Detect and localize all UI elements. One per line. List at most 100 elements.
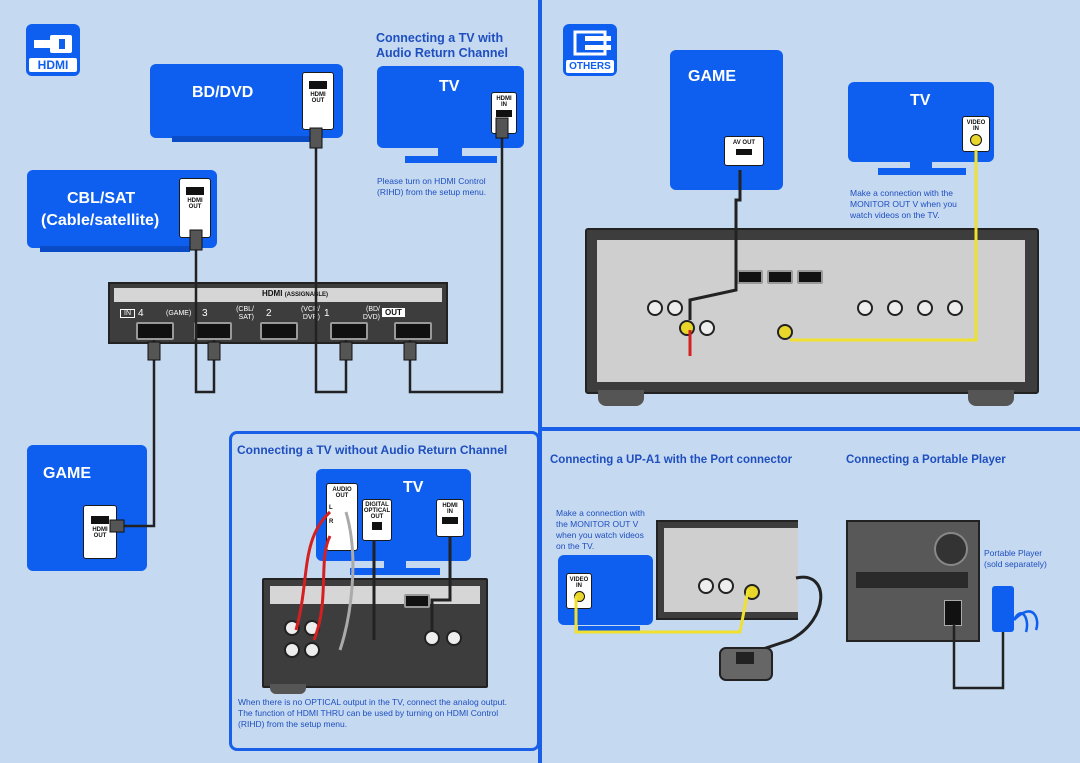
port-label: R <box>329 519 334 525</box>
port-label: OUT <box>335 493 349 499</box>
up-a1-heading: Connecting a UP-A1 with the Port connect… <box>550 454 793 466</box>
receiver-hdmi-plate: HDMI (ASSIGNABLE) <box>114 288 442 302</box>
port-label: HDMI <box>442 503 458 509</box>
tv-bottom-base <box>350 568 440 575</box>
front-port <box>944 600 962 626</box>
rca-jack <box>887 300 903 316</box>
note-line: watch videos on the TV. <box>850 210 940 220</box>
tv-top-base <box>405 156 497 163</box>
front-display <box>856 572 968 588</box>
tv-bottom-stand <box>384 560 406 570</box>
port-label: VIDEO <box>966 120 986 126</box>
port-label: HDMI <box>496 96 512 102</box>
hdmi-input-4-num: 4 <box>138 308 144 319</box>
note-line: the MONITOR OUT V <box>556 519 639 529</box>
port-label: OUT <box>188 204 202 210</box>
hdmi-input-2-name: (VCR/ DVR) <box>300 306 320 321</box>
tv-right-base <box>878 168 966 175</box>
receiver-small-foot <box>270 684 306 694</box>
rca-jack <box>857 300 873 316</box>
game-note: Make a connection with the MONITOR OUT V… <box>850 188 957 221</box>
tv-right-device: TV VIDEO IN <box>848 82 994 162</box>
receiver-foot-right <box>968 390 1014 406</box>
tv-up-base <box>578 626 640 632</box>
portable-player <box>992 586 1014 632</box>
cbl-sat-device: CBL/SAT (Cable/satellite) HDMI OUT <box>27 170 217 248</box>
others-badge-label: OTHERS <box>566 60 614 73</box>
rca-jack <box>667 300 683 316</box>
hdmi-section-badge: HDMI <box>26 24 80 76</box>
receiver-small-plate <box>270 586 480 604</box>
tv-top-device: TV HDMI IN <box>377 66 524 148</box>
note-line: (RIHD) from the setup menu. <box>377 187 487 197</box>
rca-jack <box>446 630 462 646</box>
rca-jack <box>284 620 300 636</box>
vertical-divider <box>538 0 542 763</box>
rca-jack <box>647 300 663 316</box>
port-label: HDMI <box>92 527 108 533</box>
rca-jack <box>699 320 715 336</box>
hdmi-slot <box>737 270 763 284</box>
note-line: Make a connection with the <box>850 188 954 198</box>
hdmi-input-3-name: (CBL/ SAT) <box>236 306 254 321</box>
hdmi-plug-icon <box>34 35 72 53</box>
bd-dvd-label: BD/DVD <box>192 84 254 101</box>
note-line: The function of HDMI THRU can be used by… <box>238 708 499 718</box>
port-label: HDMI <box>310 92 326 98</box>
others-section-badge: OTHERS <box>563 24 617 76</box>
receiver-rear-small <box>262 578 488 688</box>
port-label: OPTICAL <box>363 508 391 514</box>
rca-jack <box>777 324 793 340</box>
port-label: DIGITAL <box>365 502 389 508</box>
bd-dvd-hdmi-out-port: HDMI OUT <box>302 72 334 130</box>
hdmi-out-slot <box>394 322 432 340</box>
cbl-sat-label: CBL/SAT <box>67 190 136 207</box>
hdmi-input-4-name: (GAME) <box>166 310 192 317</box>
note-line: (RIHD) from the setup menu. <box>238 719 348 729</box>
cbl-sat-foot <box>40 246 190 252</box>
rca-jack <box>679 320 695 336</box>
tv-digital-optical-out-port: DIGITAL OPTICAL OUT <box>362 499 392 541</box>
hdmi-input-2-num: 2 <box>266 308 272 319</box>
rca-jack <box>304 620 320 636</box>
horizontal-divider-right <box>540 427 1080 431</box>
rca-jack <box>718 578 734 594</box>
cbl-sat-sublabel: (Cable/satellite) <box>41 212 160 229</box>
note-line: Please turn on HDMI Control <box>377 176 486 186</box>
receiver-hdmi-panel: HDMI (ASSIGNABLE) IN 4 (GAME) 3 (CBL/ SA… <box>108 282 448 344</box>
port-label: VIDEO <box>569 577 589 583</box>
tv-video-in-port: VIDEO IN <box>962 116 990 152</box>
hdmi-slot <box>797 270 823 284</box>
port-label: HDMI <box>187 198 203 204</box>
port-label: IN <box>447 509 453 515</box>
hdmi-input-3-num: 3 <box>202 308 208 319</box>
game-left-device: GAME HDMI OUT <box>27 445 147 571</box>
port-label: OUT <box>93 533 107 539</box>
port-label: OUT <box>370 514 384 520</box>
rca-jack <box>698 578 714 594</box>
tv-top-label: TV <box>439 78 460 95</box>
hdmi-input-1-name: (BD/ DVD) <box>362 306 380 321</box>
note-line: on the TV. <box>556 541 595 551</box>
arc-heading-line1: Connecting a TV with <box>376 31 504 45</box>
bd-dvd-foot <box>172 136 322 142</box>
hdmi-in-3-slot <box>194 322 232 340</box>
volume-knob <box>934 532 968 566</box>
portable-note: Portable Player (sold separately) <box>984 548 1047 570</box>
receiver-hdmi-header: HDMI (ASSIGNABLE) <box>262 289 329 298</box>
hdmi-in-2-slot <box>260 322 298 340</box>
receiver-rear-panel <box>585 228 1039 394</box>
rca-jack <box>744 584 760 600</box>
port-label: OUT <box>311 98 325 104</box>
receiver-in-label: IN <box>120 309 135 318</box>
receiver-out-label: OUT <box>382 308 405 317</box>
arc-note: Please turn on HDMI Control (RIHD) from … <box>377 176 486 198</box>
hdmi-slot <box>404 594 430 608</box>
hdmi-in-4-slot <box>136 322 174 340</box>
port-label: AV OUT <box>732 140 756 146</box>
note-line: (sold separately) <box>984 559 1047 569</box>
tv-audio-out-port: AUDIO OUT L R <box>326 483 358 551</box>
tv-up-device: VIDEO IN <box>558 555 653 625</box>
no-arc-heading: Connecting a TV without Audio Return Cha… <box>237 443 508 457</box>
game-av-out-port: AV OUT <box>724 136 764 166</box>
